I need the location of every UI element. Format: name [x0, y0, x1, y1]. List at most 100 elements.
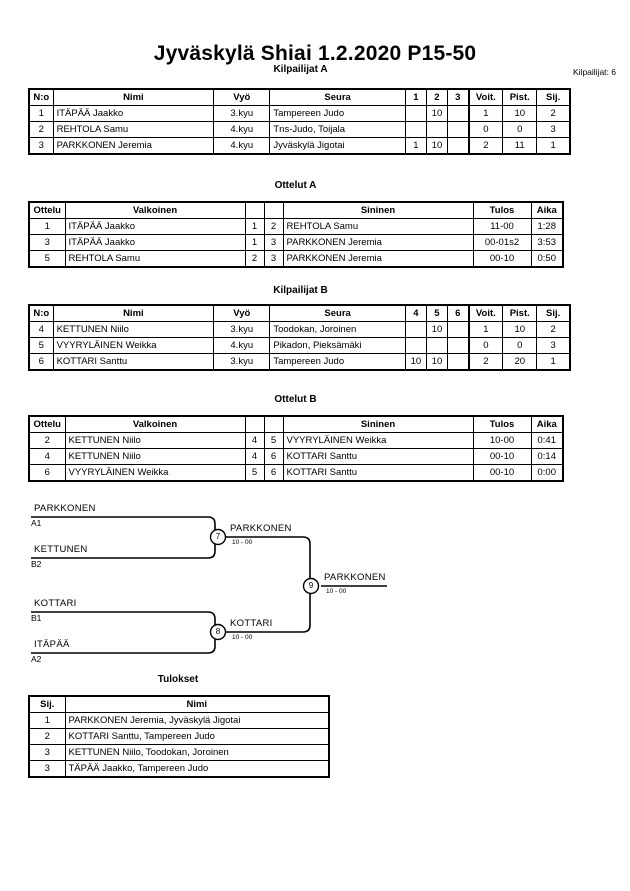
pool-a-table: N:o Nimi Vyö Seura 1 2 3 Voit. Pist. Sij…: [28, 88, 571, 155]
table-row: 1 ITÄPÄÄ Jaakko 1 2 REHTOLA Samu 11-00 1…: [28, 218, 564, 235]
col-blue: Sininen: [282, 201, 474, 219]
cell-result: 11-00: [472, 218, 532, 235]
cell-rank: 2: [536, 321, 571, 338]
table-row: 1 ITÄPÄÄ Jaakko 3.kyu Tampereen Judo 10 …: [28, 105, 571, 122]
cell-rank: 1: [28, 712, 66, 729]
cell-white-num: 4: [244, 432, 265, 449]
table-header-row: Ottelu Valkoinen Sininen Tulos Aika: [28, 415, 564, 433]
col-wins: Voit.: [467, 304, 504, 322]
cell-time: 0:14: [530, 448, 564, 465]
cell-rank: 3: [28, 760, 66, 778]
cell-blue: KOTTARI Santtu: [282, 464, 474, 482]
matches-a-table: Ottelu Valkoinen Sininen Tulos Aika 1 IT…: [28, 201, 564, 268]
bracket-score-7: 10 - 00: [232, 539, 253, 546]
cell-m2: 10: [425, 353, 448, 371]
table-row: 5 REHTOLA Samu 2 3 PARKKONEN Jeremia 00-…: [28, 250, 564, 268]
cell-belt: 3.kyu: [213, 353, 271, 371]
cell-rank: 3: [28, 744, 66, 761]
cell-time: 0:50: [530, 250, 564, 268]
col-club: Seura: [269, 88, 406, 106]
cell-m2: 10: [425, 321, 448, 338]
cell-white: REHTOLA Samu: [64, 250, 246, 268]
cell-time: 0:00: [530, 464, 564, 482]
cell-wins: 0: [467, 337, 504, 354]
col-match-1: 1: [404, 88, 427, 106]
table-row: 4 KETTUNEN Niilo 3.kyu Toodokan, Joroine…: [28, 321, 571, 338]
cell-club: Tns-Judo, Toijala: [269, 121, 406, 138]
cell-m3: [446, 137, 470, 155]
col-points: Pist.: [502, 304, 538, 322]
cell-m2: 10: [425, 105, 448, 122]
cell-name: ITÄPÄÄ Jaakko: [52, 105, 215, 122]
cell-white: KETTUNEN Niilo: [64, 432, 246, 449]
col-match-6: 6: [446, 304, 470, 322]
bracket-entrant-seed-1: A1: [31, 518, 42, 528]
table-row: 2 KOTTARI Santtu, Tampereen Judo: [28, 728, 330, 745]
cell-points: 0: [502, 121, 538, 138]
col-blue-num: [263, 201, 284, 219]
cell-club: Pikadon, Pieksämäki: [269, 337, 406, 354]
cell-blue-num: 6: [263, 448, 284, 465]
cell-match-no: 4: [28, 448, 66, 465]
cell-points: 11: [502, 137, 538, 155]
cell-no: 5: [28, 337, 54, 354]
cell-blue-num: 3: [263, 234, 284, 251]
cell-m1: 1: [404, 137, 427, 155]
cell-blue-num: 6: [263, 464, 284, 482]
cell-m2: [425, 337, 448, 354]
cell-result: 00-10: [472, 448, 532, 465]
table-row: 3 KETTUNEN Niilo, Toodokan, Joroinen: [28, 744, 330, 761]
table-row: 2 KETTUNEN Niilo 4 5 VYYRYLÄINEN Weikka …: [28, 432, 564, 449]
table-row: 2 REHTOLA Samu 4.kyu Tns-Judo, Toijala 0…: [28, 121, 571, 138]
col-match-4: 4: [404, 304, 427, 322]
col-belt: Vyö: [213, 304, 271, 322]
col-no: N:o: [28, 88, 54, 106]
cell-m2: [425, 121, 448, 138]
cell-m1: [404, 105, 427, 122]
bracket-node-9: [302, 577, 320, 595]
cell-belt: 4.kyu: [213, 121, 271, 138]
bracket-node-7-number: 7: [215, 532, 221, 541]
cell-white: KETTUNEN Niilo: [64, 448, 246, 465]
cell-blue: REHTOLA Samu: [282, 218, 474, 235]
col-result: Tulos: [472, 201, 532, 219]
col-rank: Sij.: [536, 304, 571, 322]
col-name: Nimi: [52, 304, 215, 322]
bracket-lines: [31, 516, 387, 654]
elimination-bracket: 7 8 9 PARKKONEN A1 KETTUNEN B2 KOTTARI B…: [0, 495, 630, 675]
col-white-num: [244, 415, 265, 433]
cell-wins: 2: [467, 353, 504, 371]
col-wins: Voit.: [467, 88, 504, 106]
table-row: 5 VYYRYLÄINEN Weikka 4.kyu Pikadon, Piek…: [28, 337, 571, 354]
col-time: Aika: [530, 415, 564, 433]
bracket-entrant-name-1: PARKKONEN: [34, 503, 96, 514]
cell-name: KOTTARI Santtu: [52, 353, 215, 371]
col-points: Pist.: [502, 88, 538, 106]
col-white: Valkoinen: [64, 201, 246, 219]
table-row: 3 PARKKONEN Jeremia 4.kyu Jyväskylä Jigo…: [28, 137, 571, 155]
cell-match-no: 5: [28, 250, 66, 268]
bracket-node-8-number: 8: [215, 627, 221, 636]
cell-name: REHTOLA Samu: [52, 121, 215, 138]
cell-white-num: 2: [244, 250, 265, 268]
cell-no: 1: [28, 105, 54, 122]
bracket-entrant-seed-4: A2: [31, 654, 42, 664]
col-rank: Sij.: [28, 695, 66, 713]
bracket-entrant-name-2: KETTUNEN: [34, 544, 88, 555]
pool-b-table: N:o Nimi Vyö Seura 4 5 6 Voit. Pist. Sij…: [28, 304, 571, 371]
bracket-node-9-number: 9: [308, 581, 314, 590]
col-white: Valkoinen: [64, 415, 246, 433]
col-match-2: 2: [425, 88, 448, 106]
cell-result: 10-00: [472, 432, 532, 449]
col-blue-num: [263, 415, 284, 433]
cell-white: ITÄPÄÄ Jaakko: [64, 234, 246, 251]
bracket-winner-name-9: PARKKONEN: [324, 572, 386, 583]
cell-no: 2: [28, 121, 54, 138]
cell-blue-num: 2: [263, 218, 284, 235]
cell-points: 10: [502, 105, 538, 122]
cell-rank: 3: [536, 337, 571, 354]
cell-blue-num: 3: [263, 250, 284, 268]
cell-result: 00-01s2: [472, 234, 532, 251]
cell-points: 20: [502, 353, 538, 371]
cell-time: 3:53: [530, 234, 564, 251]
